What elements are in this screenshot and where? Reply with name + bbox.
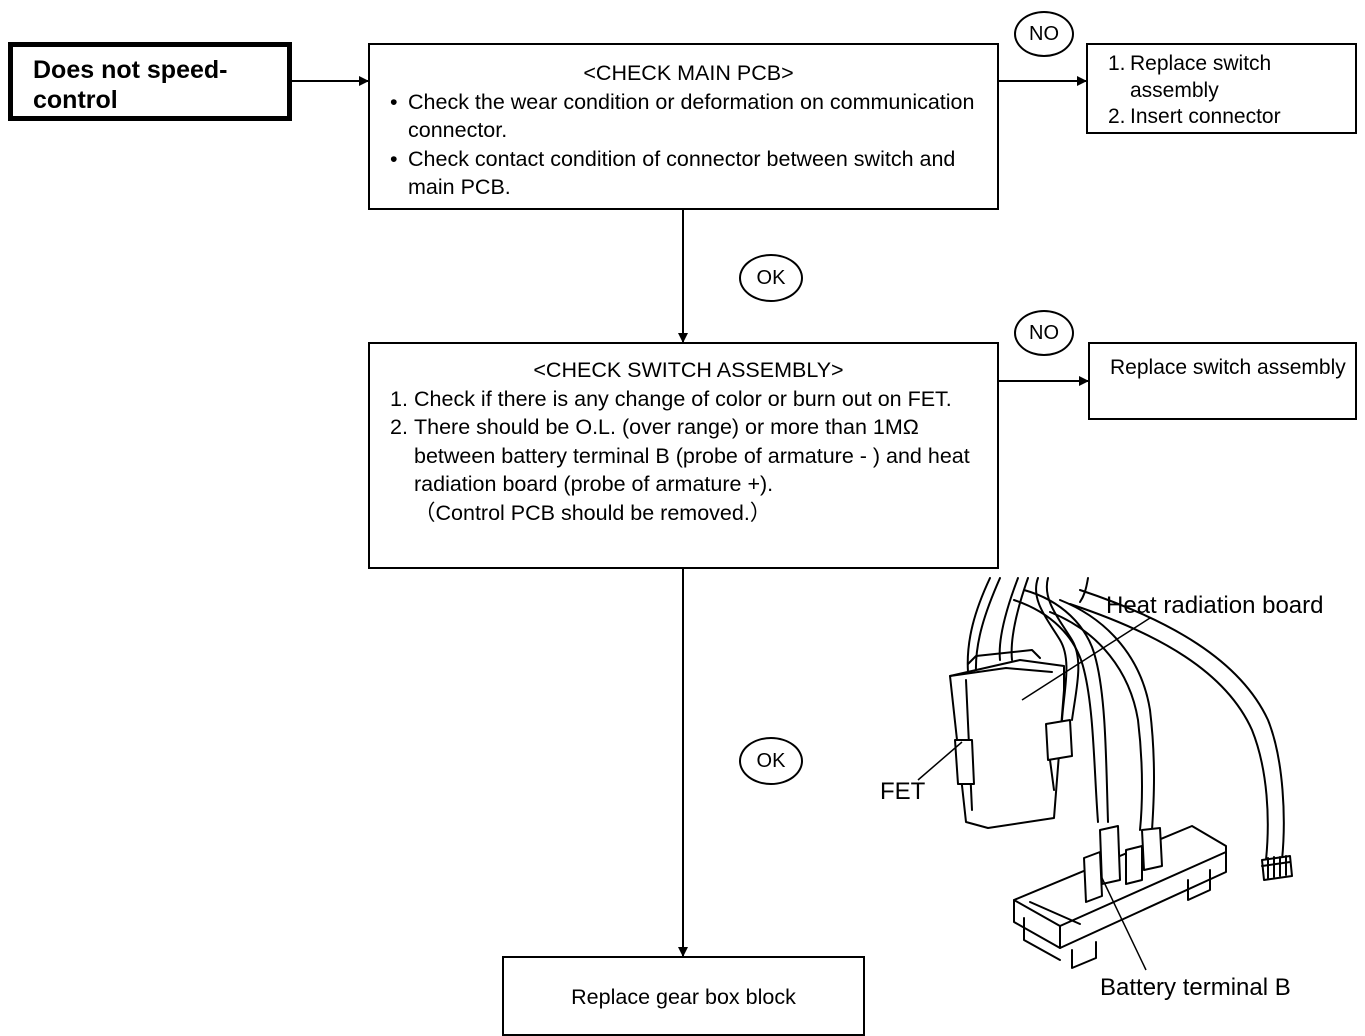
main-pcb-no-action-box: 1. Replace switch assembly 2. Insert con… (1086, 43, 1357, 134)
item-text: Replace switch assembly (1130, 52, 1272, 102)
final-action-box: Replace gear box block (502, 956, 865, 1036)
item-number: 2. (390, 415, 408, 439)
no-badge: NO (1014, 11, 1074, 57)
check-main-pcb-item: Check the wear condition or deformation … (390, 88, 987, 145)
item-text: Check if there is any change of color or… (414, 386, 952, 411)
fet-block (949, 649, 1073, 829)
switch-no-action-box: Replace switch assembly (1088, 342, 1357, 420)
fet-label: FET (880, 778, 926, 805)
check-main-pcb-box: <CHECK MAIN PCB> Check the wear conditio… (368, 43, 999, 210)
item-number: 1. (390, 386, 408, 411)
check-switch-assembly-list: 1. Check if there is any change of color… (390, 385, 987, 499)
heat-radiation-board-label: Heat radiation board (1106, 592, 1324, 619)
check-switch-assembly-item: 1. Check if there is any change of color… (390, 385, 987, 414)
connector-plug (1261, 855, 1293, 881)
start-label-line1: Does not speed- (33, 56, 228, 84)
leader-battery-terminal-b (1101, 877, 1147, 971)
wire-bundle (966, 577, 1285, 861)
check-switch-assembly-note: （Control PCB should be removed.） (414, 500, 772, 525)
final-action-text: Replace gear box block (571, 985, 796, 1009)
main-pcb-no-action-item: 2. Insert connector (1108, 104, 1349, 131)
start-box: Does not speed- control (8, 42, 292, 121)
item-text: Insert connector (1130, 105, 1281, 128)
terminals (1083, 825, 1163, 903)
check-switch-assembly-item: 2. There should be O.L. (over range) or … (390, 413, 987, 499)
battery-terminal-b-label: Battery terminal B (1100, 974, 1291, 1001)
check-main-pcb-item: Check contact condition of connector bet… (390, 145, 987, 202)
check-main-pcb-title: <CHECK MAIN PCB> (583, 61, 794, 85)
main-pcb-no-action-item: 1. Replace switch assembly (1108, 51, 1349, 104)
switch-assembly-illustration (949, 577, 1293, 969)
item-number: 1. (1108, 52, 1126, 75)
item-number: 2. (1108, 105, 1126, 128)
no-badge: NO (1014, 310, 1074, 356)
switch-no-action-text: Replace switch assembly (1110, 356, 1346, 379)
ok-badge: OK (739, 254, 803, 302)
item-text: There should be O.L. (over range) or mor… (414, 415, 970, 496)
start-label-line2: control (33, 86, 118, 114)
pcb-board (1013, 825, 1227, 969)
ok-badge: OK (739, 737, 803, 785)
leader-fet (917, 741, 963, 781)
check-main-pcb-list: Check the wear condition or deformation … (390, 88, 987, 202)
check-switch-assembly-title: <CHECK SWITCH ASSEMBLY> (533, 358, 844, 382)
check-switch-assembly-box: <CHECK SWITCH ASSEMBLY> 1. Check if ther… (368, 342, 999, 569)
leader-heat-radiation-board (1021, 617, 1151, 701)
